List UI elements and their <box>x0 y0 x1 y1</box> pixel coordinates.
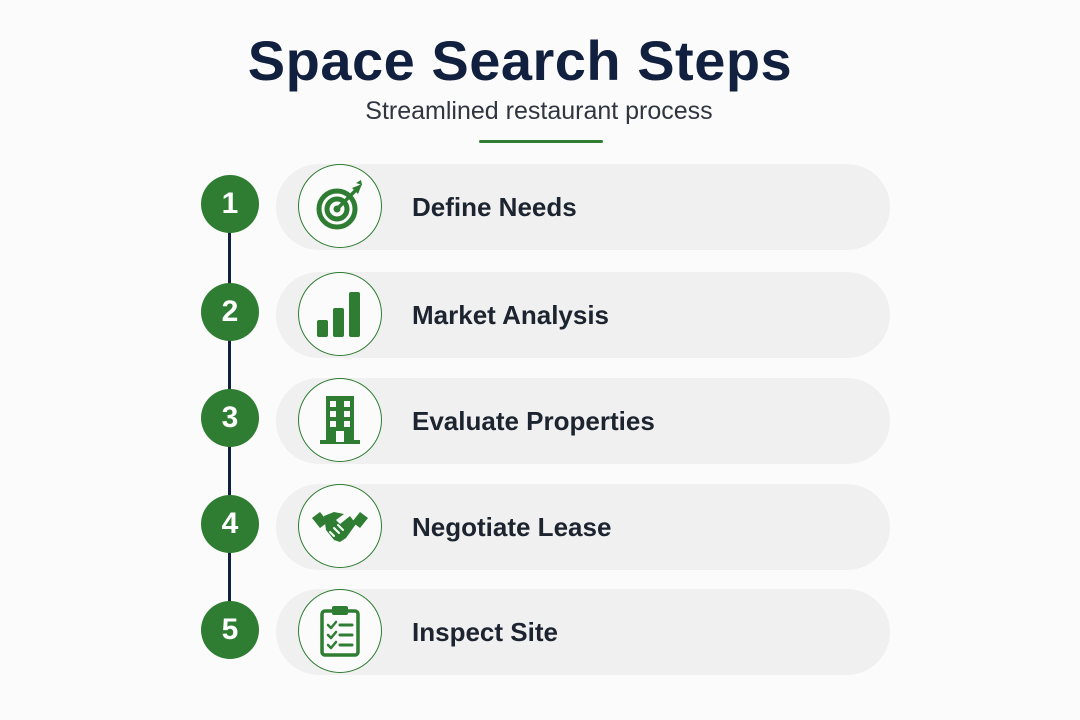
step-number-3: 3 <box>201 389 259 447</box>
step-label-2: Market Analysis <box>412 300 610 330</box>
target-icon <box>298 164 382 248</box>
step-label-1: Define Needs <box>412 192 577 222</box>
step-card-negotiate-lease: Negotiate Lease <box>276 484 890 570</box>
step-card-market-analysis: Market Analysis <box>276 272 890 358</box>
step-label-3: Evaluate Properties <box>412 406 655 436</box>
checklist-icon <box>298 589 382 673</box>
step-card-define-needs: Define Needs <box>276 164 890 250</box>
step-number-5: 5 <box>201 601 259 659</box>
step-number-1: 1 <box>201 175 259 233</box>
step-card-evaluate-properties: Evaluate Properties <box>276 378 890 464</box>
step-label-5: Inspect Site <box>412 617 558 647</box>
step-label-4: Negotiate Lease <box>412 512 612 542</box>
page-title: Space Search Steps <box>247 29 793 92</box>
title-underline <box>479 140 603 143</box>
bar-chart-icon <box>298 272 382 356</box>
step-number-4: 4 <box>201 495 259 553</box>
building-icon <box>298 378 382 462</box>
handshake-icon <box>298 484 382 568</box>
step-number-2: 2 <box>201 283 259 341</box>
step-card-inspect-site: Inspect Site <box>276 589 890 675</box>
page-subtitle: Streamlined restaurant process <box>365 97 713 125</box>
